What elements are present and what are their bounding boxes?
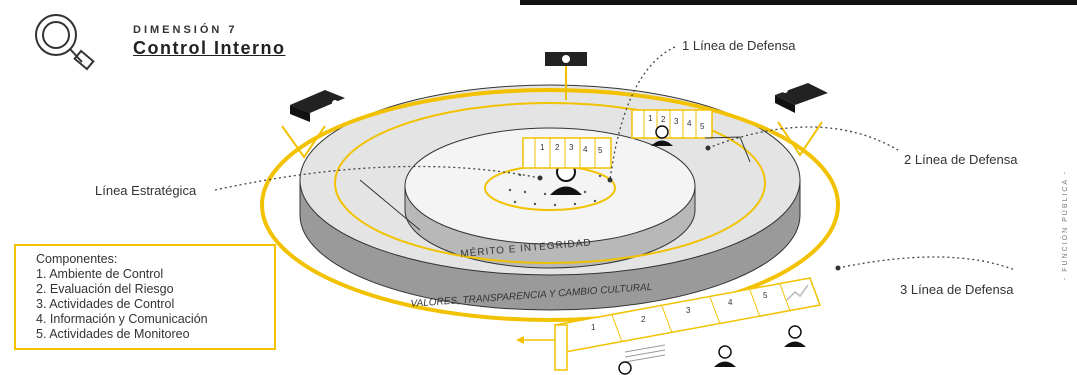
step-label: 5 — [700, 122, 705, 131]
step-label: 1 — [648, 114, 653, 123]
step-panel-center: 1 2 3 4 5 — [522, 137, 612, 169]
step-label: 4 — [583, 145, 588, 154]
component-item: 1. Ambiente de Control — [36, 267, 164, 281]
step-label: 5 — [598, 146, 603, 155]
callout-linea-3: 3 Línea de Defensa — [900, 282, 1014, 297]
chart-icon — [786, 284, 809, 301]
components-box: Componentes: 1. Ambiente de Control 2. E… — [14, 244, 276, 350]
step-label: 2 — [661, 115, 666, 124]
page-title: Control Interno — [133, 38, 286, 58]
mid-yellow-ring — [334, 102, 766, 264]
leader-estrategica — [214, 165, 541, 191]
leader-linea2 — [707, 126, 899, 151]
component-item: 2. Evaluación del Riesgo — [36, 282, 174, 296]
step-label: 4 — [687, 119, 692, 128]
side-credit: - FUNCIÓN PÚBLICA - — [1062, 170, 1069, 280]
callout-linea-1: 1 Línea de Defensa — [682, 38, 796, 53]
component-item: 4. Información y Comunicación — [36, 312, 208, 326]
top-bar — [520, 0, 1077, 5]
step-label: 1 — [540, 143, 545, 152]
projector-icon-right — [775, 83, 828, 113]
component-item: 5. Actividades de Monitoreo — [36, 327, 190, 341]
callout-linea-estrategica: Línea Estratégica — [95, 183, 197, 198]
dimension-label: DIMENSIÓN 7 — [133, 24, 238, 36]
callout-linea-2: 2 Línea de Defensa — [904, 152, 1018, 167]
outer-yellow-ring — [260, 88, 840, 322]
component-item: 3. Actividades de Control — [36, 297, 175, 311]
step-label: 2 — [641, 315, 646, 324]
document-icon — [624, 344, 666, 363]
projector-icon-left — [290, 90, 345, 122]
step-label: 5 — [763, 291, 768, 300]
components-heading: Componentes: — [36, 252, 118, 266]
step-panel-right: 1 2 3 4 5 — [631, 109, 713, 139]
step-label: 4 — [728, 298, 733, 307]
bottom-step-strip: 1 2 3 4 5 — [553, 277, 822, 371]
inner-disc — [404, 127, 696, 245]
step-label: 1 — [591, 323, 596, 332]
leader-linea3 — [837, 256, 1016, 271]
step-label: 3 — [569, 143, 574, 152]
step-label: 3 — [674, 117, 679, 126]
camera-icon — [545, 52, 587, 66]
step-label: 3 — [686, 306, 691, 315]
person-icon-right — [651, 125, 673, 146]
person-icon-bottom — [618, 325, 806, 375]
step-label: 2 — [555, 143, 560, 152]
magnifier-icon — [35, 14, 95, 71]
